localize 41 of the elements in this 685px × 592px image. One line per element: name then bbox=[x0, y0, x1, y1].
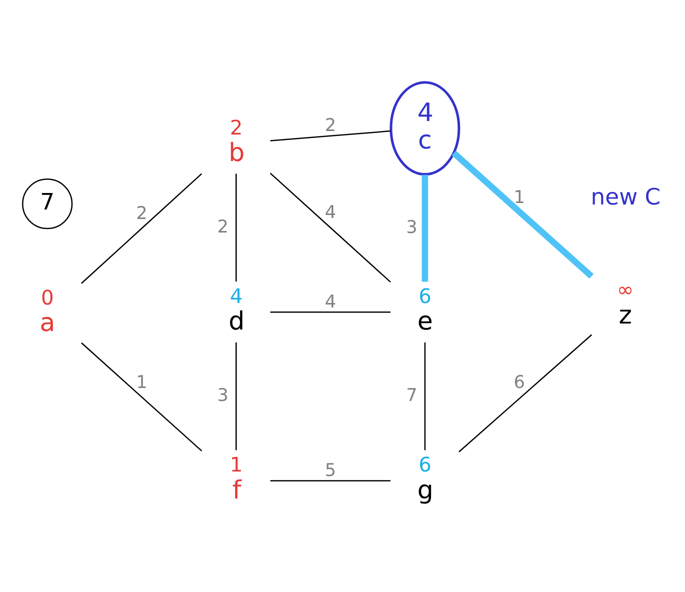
node-label: 4 bbox=[230, 284, 243, 308]
connector bbox=[81, 172, 202, 284]
connector bbox=[236, 173, 237, 282]
node-text: z bbox=[618, 300, 632, 329]
connector bbox=[424, 342, 426, 450]
edge-label: 5 bbox=[324, 460, 336, 480]
node-text: e bbox=[417, 306, 433, 336]
node-label: 2 bbox=[230, 114, 243, 139]
edge-label: 4 bbox=[324, 292, 336, 312]
node-text: b bbox=[228, 138, 245, 167]
edge-label: 1 bbox=[136, 372, 148, 392]
node-ellipse: 4 c bbox=[390, 80, 460, 176]
node-label: 1 bbox=[230, 452, 243, 476]
edge-label: 6 bbox=[514, 372, 525, 392]
node-label: 6 bbox=[418, 284, 432, 308]
connector bbox=[270, 480, 390, 481]
node-label: 0 bbox=[41, 284, 54, 309]
label: new C bbox=[590, 184, 661, 210]
connector bbox=[270, 130, 391, 141]
connector bbox=[270, 310, 390, 312]
connector bbox=[458, 334, 592, 452]
edge-label: 3 bbox=[406, 217, 418, 238]
node-text: a bbox=[40, 307, 56, 336]
label: 7 bbox=[40, 188, 55, 215]
edge-label: 4 bbox=[324, 202, 336, 222]
connector bbox=[236, 342, 237, 450]
node-text: g bbox=[417, 474, 434, 504]
node-label: ∞ bbox=[616, 277, 634, 302]
edge-label: 7 bbox=[406, 386, 418, 406]
edge-label: 3 bbox=[217, 386, 229, 406]
connector bbox=[81, 342, 202, 451]
edge-label: 2 bbox=[136, 204, 148, 224]
connector bbox=[422, 174, 428, 282]
node-text: d bbox=[228, 306, 245, 336]
node-label: 6 bbox=[418, 452, 432, 476]
edge-label: 2 bbox=[217, 216, 229, 237]
edge-label: 2 bbox=[324, 116, 336, 136]
connector bbox=[270, 172, 391, 282]
node-text: f bbox=[232, 474, 242, 504]
edge-label: 1 bbox=[514, 187, 525, 208]
connector bbox=[452, 150, 594, 278]
